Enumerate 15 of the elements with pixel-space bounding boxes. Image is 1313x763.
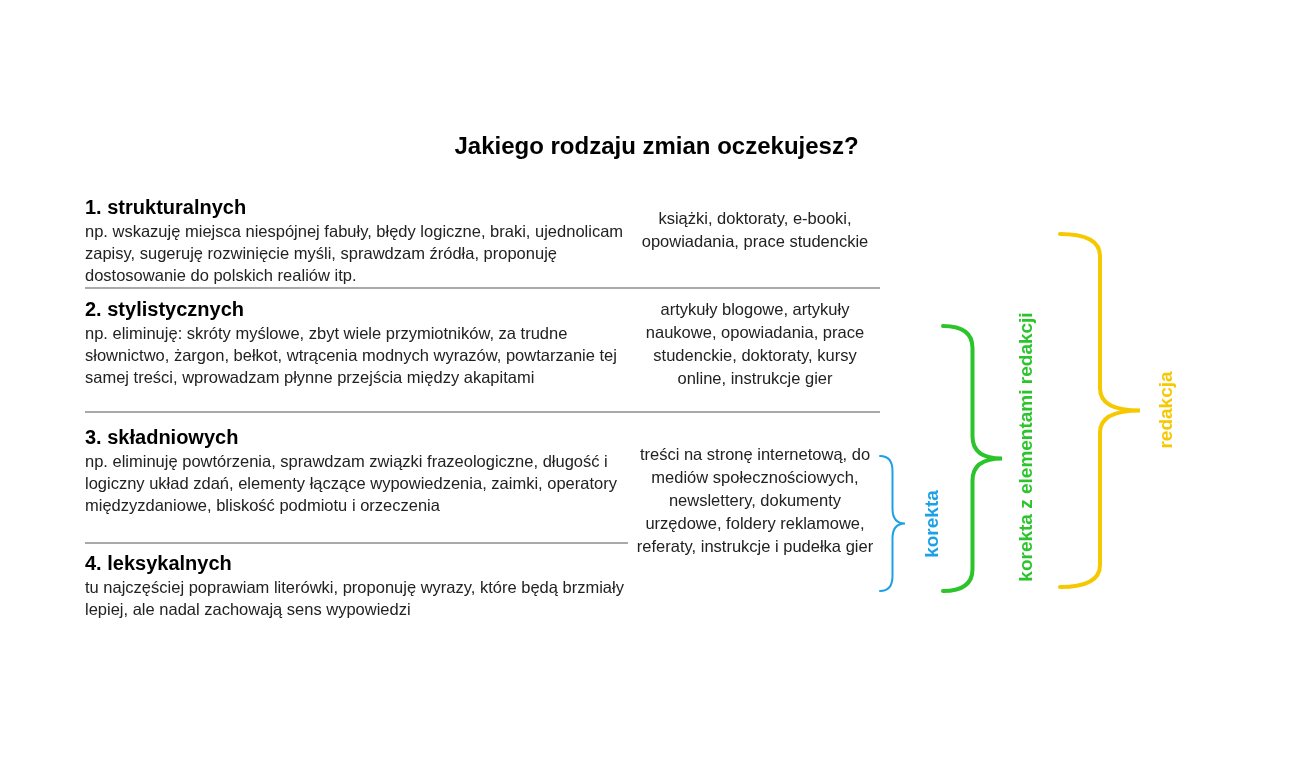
text-types: książki, doktoraty, e-booki, opowiadania, prace studenckie xyxy=(640,208,870,252)
category-heading: 2. stylistycznych xyxy=(85,297,245,322)
title: Jakiego rodzaju zmian oczekujesz? xyxy=(453,131,860,161)
category-heading: 3. składniowych xyxy=(85,425,240,450)
category-heading: 4. leksykalnych xyxy=(85,551,233,576)
text-types: treści na stronę internetową, do mediów społecznościowych, newslettery, dokumenty urzędowe, foldery reklamowe, referaty, instrukcje i pudełka gier xyxy=(635,444,875,557)
description-text: np. eliminuję: skróty myślowe, zbyt wiele przymiotników, za trudne słownictwo, żargon, bełkot, wtrącenia modnych wyrazów, powtarzanie tej samej treści, wprowadzam płynne przejścia między akapitami xyxy=(85,323,618,388)
description-text: tu najczęściej poprawiam literówki, proponuję wyrazy, które będą brzmiały lepiej, ale nadal zachowają sens wypowiedzi xyxy=(85,577,625,620)
description-text: np. wskazuję miejsca niespójnej fabuły, błędy logiczne, braki, ujednolicam zapisy, sugeruję rozwinięcie myśli, sprawdzam źródła, proponuję dostosowanie do polskich realiów itp. xyxy=(85,221,625,286)
description-text: np. eliminuję powtórzenia, sprawdzam związki frazeologiczne, długość i logiczny układ zdań, elementy łączące wypowiedzenia, zaimki, operatory międzyzdaniowe, bliskość podmiotu i orzeczenia xyxy=(85,451,618,516)
bracket-label: korekta xyxy=(921,490,943,558)
bracket-label: korekta z elementami redakcji xyxy=(1015,312,1037,582)
bracket-label: redakcja xyxy=(1155,371,1177,449)
category-heading: 1. strukturalnych xyxy=(85,195,248,220)
text-types: artykuły blogowe, artykuły naukowe, opowiadania, prace studenckie, doktoraty, kursy online, instrukcje gier xyxy=(644,299,866,389)
